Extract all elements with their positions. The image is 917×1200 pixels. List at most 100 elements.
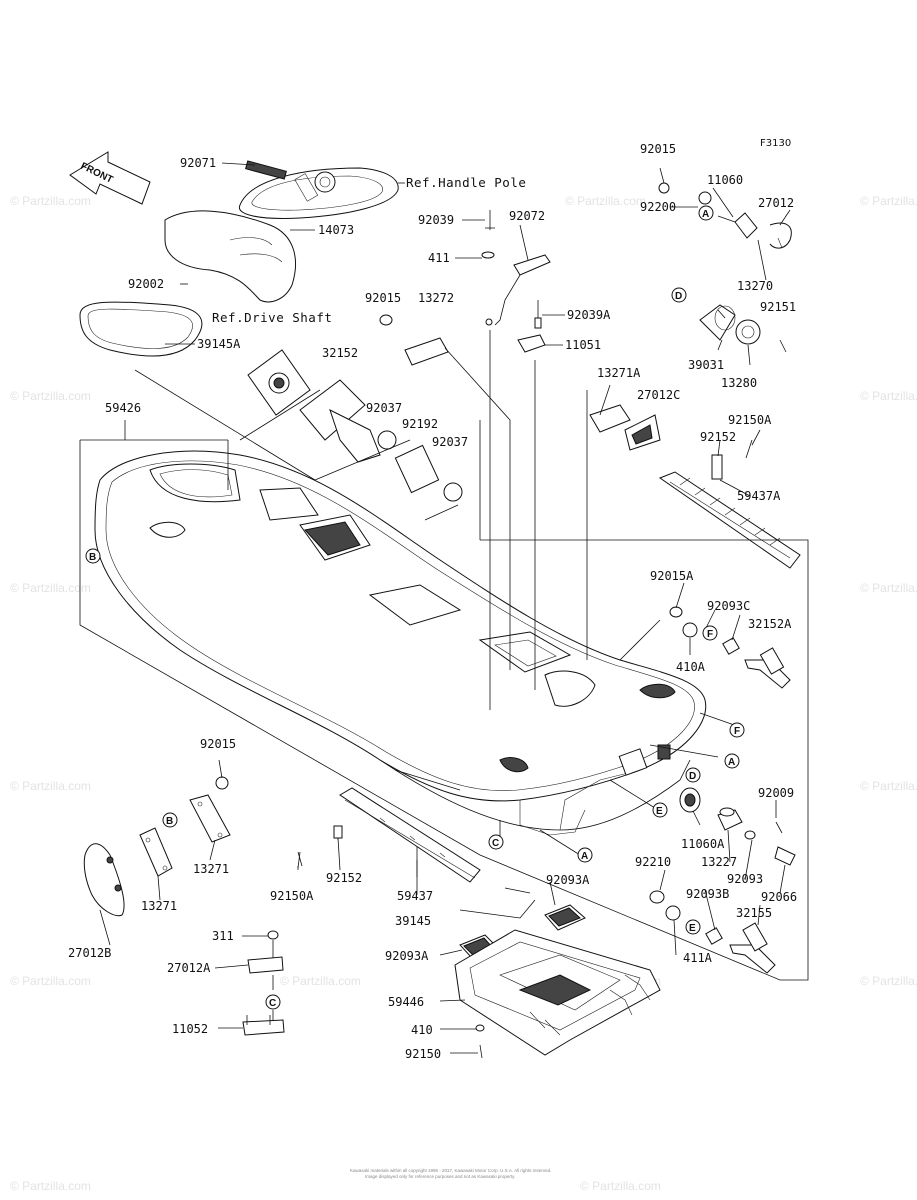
part-label: 411 xyxy=(428,251,450,265)
skid-plate-59446 xyxy=(454,929,661,1059)
watermark: © Partzilla.com xyxy=(565,194,646,208)
handle-pole-cover xyxy=(238,160,399,219)
gasket-13271A xyxy=(589,404,661,451)
part-label: 59437 xyxy=(397,889,433,903)
svg-text:C: C xyxy=(492,838,499,849)
circle-ref-d: D xyxy=(671,287,687,303)
circle-ref-f: F xyxy=(702,625,718,641)
part-label: 410 xyxy=(411,1023,433,1037)
part-label: 27012A xyxy=(167,961,211,975)
circle-ref-e: E xyxy=(652,802,668,818)
clip-11051 xyxy=(517,300,546,353)
circle-ref-b: B xyxy=(85,548,101,564)
part-label: 27012B xyxy=(68,946,111,960)
part-label: 311 xyxy=(212,929,234,943)
part-label: 92015 xyxy=(200,737,236,751)
watermark: © Partzilla.com xyxy=(860,194,917,208)
leader-lines xyxy=(79,330,809,981)
front-arrow-icon: FRONT xyxy=(69,151,151,205)
watermark: © Partzilla.com xyxy=(10,194,91,208)
svg-text:A: A xyxy=(728,757,735,768)
bracket-92072 xyxy=(481,210,551,326)
watermarks: © Partzilla.com © Partzilla.com © Partzi… xyxy=(10,194,917,1193)
upper-right-fittings xyxy=(658,182,792,353)
part-label: 92002 xyxy=(128,277,164,291)
bracket-11052 xyxy=(242,930,285,1036)
circle-refs: A D B F F A D E C A B C E xyxy=(85,205,745,1010)
circle-ref-c: C xyxy=(488,834,504,850)
part-label: 13280 xyxy=(721,376,757,390)
pads-92093A xyxy=(459,904,586,959)
part-label: 92151 xyxy=(760,300,796,314)
seat-pad xyxy=(164,210,296,303)
part-label: 59446 xyxy=(388,995,424,1009)
part-label: 32152 xyxy=(322,346,358,360)
watermark: © Partzilla.com xyxy=(860,974,917,988)
svg-text:E: E xyxy=(689,923,696,934)
part-label: 39031 xyxy=(688,358,724,372)
svg-text:D: D xyxy=(689,771,696,782)
part-label: 13272 xyxy=(418,291,454,305)
part-label: 92150A xyxy=(728,413,772,427)
svg-text:F: F xyxy=(707,629,713,640)
part-label: 11060A xyxy=(681,837,725,851)
bellows-boot xyxy=(299,379,463,502)
watermark: © Partzilla.com xyxy=(860,389,917,403)
part-label: 92093C xyxy=(707,599,750,613)
svg-text:D: D xyxy=(675,291,682,302)
part-label: 13271A xyxy=(597,366,641,380)
watermark: © Partzilla.com xyxy=(860,779,917,793)
part-label: 59437A xyxy=(737,489,781,503)
part-label: 39145A xyxy=(197,337,241,351)
fitting-32152A xyxy=(669,606,791,689)
watermark: © Partzilla.com xyxy=(10,389,91,403)
part-label: 410A xyxy=(676,660,706,674)
part-label: 92066 xyxy=(761,890,797,904)
svg-text:C: C xyxy=(269,998,276,1009)
part-label: 11060 xyxy=(707,173,743,187)
part-label: 92152 xyxy=(326,871,362,885)
svg-text:E: E xyxy=(656,806,663,817)
copyright-line-1: Kawasaki materials within all copyright … xyxy=(350,1168,551,1173)
drive-shaft-housing xyxy=(247,349,311,416)
ref-handle-pole: Ref.Handle Pole xyxy=(406,175,526,190)
part-label: 13270 xyxy=(737,279,773,293)
part-label: 92093 xyxy=(727,872,763,886)
watermark: © Partzilla.com xyxy=(10,581,91,595)
part-label: 92152 xyxy=(700,430,736,444)
circle-ref-f: F xyxy=(729,722,745,738)
watermark: © Partzilla.com xyxy=(860,581,917,595)
part-label: 92210 xyxy=(635,855,671,869)
part-label: 27012 xyxy=(758,196,794,210)
circle-ref-a: A xyxy=(577,847,593,863)
circle-ref-c: C xyxy=(265,994,281,1010)
part-label: 32155 xyxy=(736,906,772,920)
plate-13272 xyxy=(379,314,449,366)
part-label: 11051 xyxy=(565,338,601,352)
watermark: © Partzilla.com xyxy=(10,779,91,793)
part-label: 92039 xyxy=(418,213,454,227)
part-label: 92039A xyxy=(567,308,611,322)
part-label: 59426 xyxy=(105,401,141,415)
figure-code: F3130 xyxy=(760,138,791,149)
part-label: 92071 xyxy=(180,156,216,170)
part-label: 13271 xyxy=(193,862,229,876)
part-labels: 92071 92002 14073 39145A 59426 92039 411… xyxy=(68,142,797,1061)
part-label: 13271 xyxy=(141,899,177,913)
circle-ref-d: D xyxy=(685,767,701,783)
wire-39145 xyxy=(459,887,536,919)
part-label: 92093B xyxy=(686,887,729,901)
part-label: 411A xyxy=(683,951,713,965)
part-label: 92093A xyxy=(385,949,429,963)
watermark: © Partzilla.com xyxy=(10,1179,91,1193)
fitting-13227 xyxy=(717,807,796,866)
part-label: 92037 xyxy=(366,401,402,415)
part-label: 92009 xyxy=(758,786,794,800)
svg-text:A: A xyxy=(581,851,588,862)
part-label: 92192 xyxy=(402,417,438,431)
watermark: © Partzilla.com xyxy=(10,974,91,988)
watermark: © Partzilla.com xyxy=(580,1179,661,1193)
part-label: 92200 xyxy=(640,200,676,214)
part-label: 92015A xyxy=(650,569,694,583)
plug-11060A xyxy=(679,787,701,813)
